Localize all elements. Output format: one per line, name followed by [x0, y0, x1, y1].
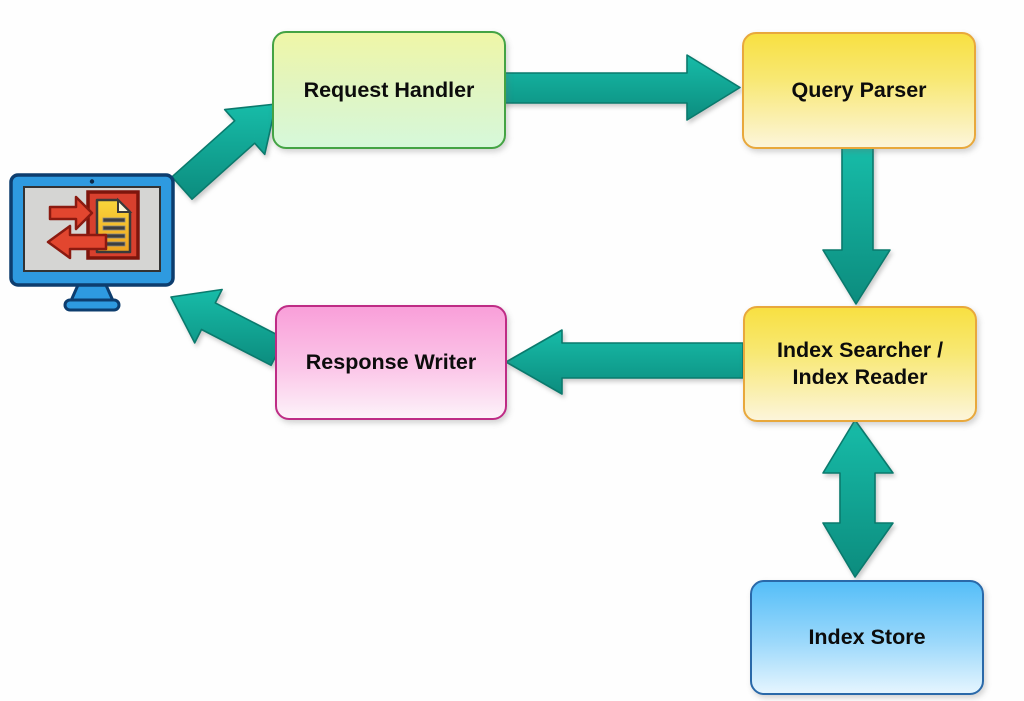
document-exchange-icon	[46, 190, 140, 260]
client-computer-icon	[9, 173, 175, 312]
arrow-request-handler-to-query-parser-icon	[501, 54, 741, 121]
node-query-parser: Query Parser	[742, 32, 976, 149]
node-response-writer-label: Response Writer	[305, 350, 477, 375]
arrow-client-to-request-handler-icon	[171, 103, 277, 200]
response-out-arrow-icon	[46, 224, 108, 260]
webcam-dot-icon	[89, 179, 95, 184]
node-index-searcher-label-line1: Index Searcher /	[776, 338, 944, 363]
monitor-base	[63, 298, 121, 312]
node-index-store-label: Index Store	[808, 625, 926, 650]
node-index-store: Index Store	[750, 580, 984, 695]
arrow-query-parser-to-index-searcher-icon	[822, 145, 891, 305]
document-fold-corner	[117, 197, 133, 213]
arrow-index-searcher-to-response-writer-icon	[505, 329, 744, 395]
arrow-index-searcher-index-store-bidirectional-icon	[822, 419, 894, 578]
node-request-handler: Request Handler	[272, 31, 506, 149]
node-index-searcher-label: Index Searcher / Index Reader	[777, 337, 943, 391]
arrow-response-writer-to-client-icon	[170, 288, 286, 367]
node-index-searcher-label-line2: Index Reader	[792, 365, 928, 389]
node-request-handler-label: Request Handler	[303, 77, 475, 102]
request-in-arrow-icon	[48, 195, 94, 231]
document-text-lines	[102, 217, 126, 247]
node-index-searcher: Index Searcher / Index Reader	[743, 306, 977, 422]
node-response-writer: Response Writer	[275, 305, 507, 420]
node-query-parser-label: Query Parser	[791, 78, 927, 103]
